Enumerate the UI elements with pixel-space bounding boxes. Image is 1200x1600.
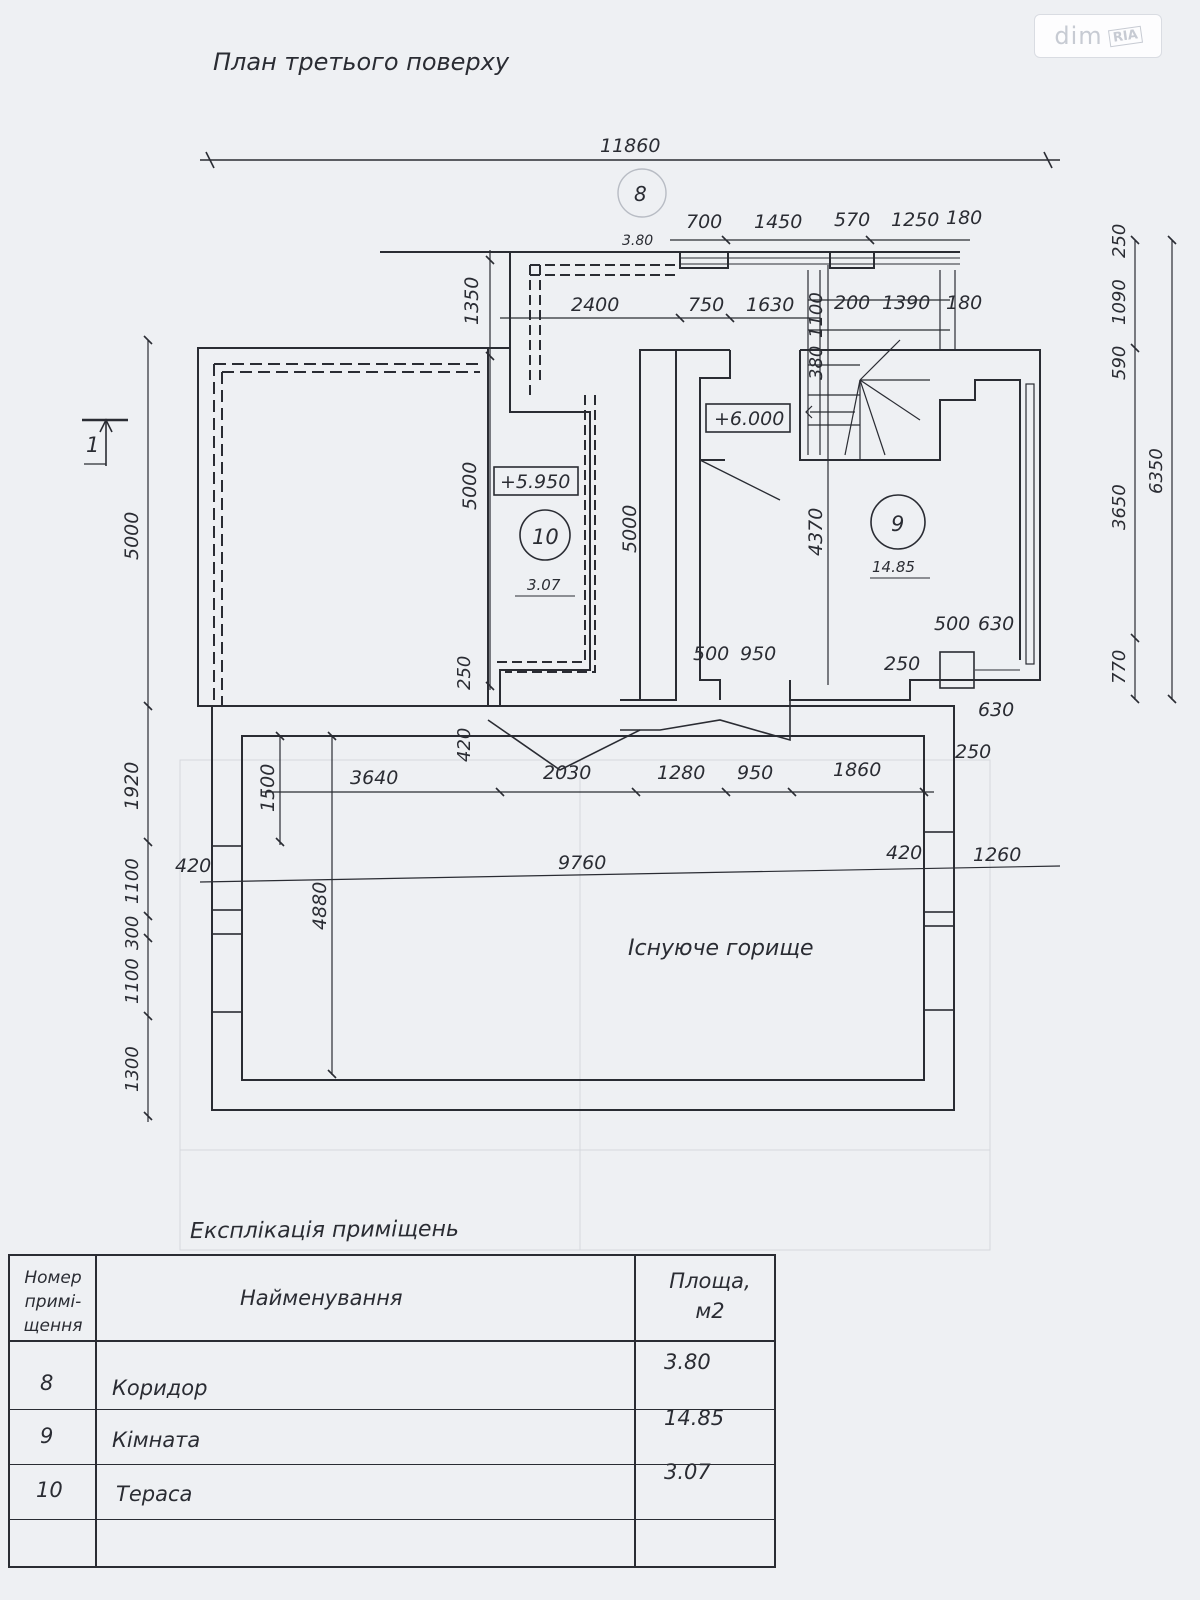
dim-inner-9: 4880 [309,882,331,930]
dim-misc-7: 250 [955,741,991,763]
dim-mid-4: 200 [834,292,870,314]
attic-label: Існуюче горище [628,936,814,961]
dim-misc-5: 250 [884,653,920,675]
dim-mid-1: 2400 [571,294,619,316]
level-terrace: +5.950 [500,471,570,493]
dim-right-5: 770 [1109,650,1130,684]
dim-inner-4: 380 [806,346,827,380]
plan-title: План третього поверху [213,48,510,76]
dim-misc-3: 500 [934,613,970,635]
dim-mid-3: 1630 [746,294,794,316]
header-number: Номер примі- щення [23,1268,83,1336]
dim-misc-1: 500 [693,643,729,665]
room8-number: 8 [634,182,647,206]
row-number: 10 [36,1478,63,1502]
header-name: Найменування [240,1286,403,1310]
dim-left-1: 1350 [461,277,483,325]
row-area: 14.85 [664,1406,725,1430]
dim-inner-2: 5000 [619,505,641,553]
dim-width-4: 1260 [973,844,1021,866]
dim-top-5: 180 [946,207,982,229]
dim-inner-1: 5000 [459,462,481,510]
dim-inner-8: 1500 [257,764,279,812]
dim-low-1: 3640 [350,767,398,789]
dim-misc-2: 950 [740,643,776,665]
section-mark-label: 1 [86,433,99,457]
dim-left-6: 1100 [122,958,143,1004]
dim-top-1: 700 [686,211,722,233]
room8-area: 3.80 [622,233,653,249]
dim-inner-5: 1100 [806,292,827,338]
dim-inner-3: 4370 [805,508,827,556]
dim-mid-6: 180 [946,292,982,314]
dim-inner-7: 420 [454,728,475,762]
row-number: 9 [40,1424,54,1448]
dim-width-1: 420 [175,855,211,877]
dim-left-5: 300 [122,916,143,950]
row-name: Тераса [116,1482,193,1506]
dim-right-6: 6350 [1146,448,1167,494]
dim-right-4: 3650 [1109,484,1130,530]
dim-width-2: 9760 [558,852,606,874]
dim-left-2: 5000 [121,512,143,560]
dim-right-2: 1090 [1109,279,1130,325]
dim-misc-6: 630 [978,699,1014,721]
dim-top-2: 1450 [754,211,802,233]
dim-top-4: 1250 [891,209,939,231]
dim-low-5: 1860 [833,759,881,781]
explication-table: Номер примі- щення Найменування Площа, м… [8,1254,776,1568]
watermark-brand: dim [1054,22,1103,50]
dim-low-2: 2030 [543,762,591,784]
explication-title: Експлікація приміщень [189,1216,459,1245]
dim-inner-6: 250 [454,656,475,690]
level-upper: +6.000 [714,408,784,430]
dim-low-4: 950 [737,762,773,784]
row-number: 8 [40,1371,54,1395]
header-area: Площа, м2 [669,1269,751,1323]
room9-area: 14.85 [872,558,915,576]
row-area: 3.07 [664,1460,711,1484]
dim-top-3: 570 [834,209,870,231]
dim-misc-4: 630 [978,613,1014,635]
watermark-logo: dim RIA [1034,14,1162,58]
dim-low-3: 1280 [657,762,705,784]
dim-right-3: 590 [1109,346,1130,380]
room10-number: 10 [532,525,559,549]
dim-left-4: 1100 [122,858,143,904]
dim-overall: 11860 [600,135,660,157]
row-name: Коридор [112,1376,208,1400]
dim-left-3: 1920 [121,762,143,810]
dim-width-3: 420 [886,842,922,864]
room10-area: 3.07 [527,576,561,594]
dim-left-7: 1300 [122,1046,143,1092]
dim-right-1: 250 [1109,224,1130,258]
row-area: 3.80 [664,1350,711,1374]
dim-mid-2: 750 [688,294,724,316]
dim-mid-5: 1390 [882,292,930,314]
row-name: Кімната [112,1428,201,1452]
room9-number: 9 [891,512,904,536]
